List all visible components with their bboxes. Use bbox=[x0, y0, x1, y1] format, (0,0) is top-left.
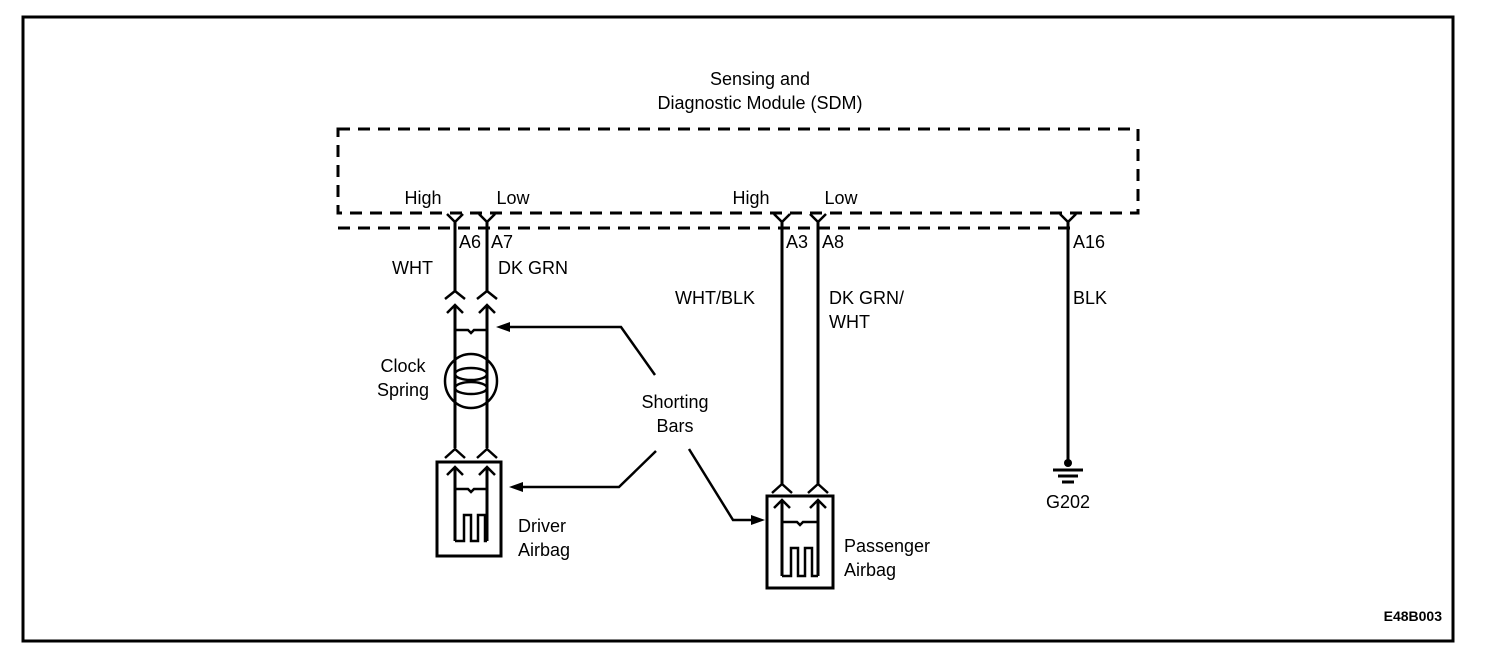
passenger-airbag-squib-icon bbox=[782, 546, 818, 578]
pin-a7-terminal bbox=[478, 213, 496, 224]
arrow-head-passenger-airbag bbox=[751, 515, 765, 525]
arrow-head-clock-spring bbox=[496, 322, 510, 332]
pin-a6-terminal bbox=[446, 213, 464, 224]
wire-dk-grn-wht-label-line1: DK GRN/ bbox=[829, 288, 904, 308]
sdm-title-line1: Sensing and bbox=[710, 69, 810, 89]
passenger-airbag-label-line2: Airbag bbox=[844, 560, 896, 580]
pin-a8-label: A8 bbox=[822, 232, 844, 252]
clock-spring-icon bbox=[443, 352, 499, 410]
pin-a16-terminal bbox=[1059, 213, 1077, 224]
clock-spring-coil-upper bbox=[453, 366, 489, 382]
shorting-bars-label-line2: Bars bbox=[656, 416, 693, 436]
pin-a7-label: A7 bbox=[491, 232, 513, 252]
pin-a3-terminal bbox=[773, 213, 791, 224]
inline-connector-female-1 bbox=[444, 289, 466, 300]
ground-circuit: G202 A16 BLK bbox=[1046, 213, 1107, 512]
passenger-connector-female-2 bbox=[807, 482, 829, 494]
figure-id: E48B003 bbox=[1384, 608, 1443, 624]
shorting-bar-passenger-airbag bbox=[782, 520, 818, 527]
shorting-bars-label-line1: Shorting bbox=[641, 392, 708, 412]
shorting-bars-callout: Shorting Bars bbox=[496, 322, 765, 525]
pin-a16-label: A16 bbox=[1073, 232, 1105, 252]
leader-line-passenger-airbag bbox=[687, 448, 751, 522]
wire-wht-label: WHT bbox=[392, 258, 433, 278]
arrow-head-driver-airbag bbox=[509, 482, 523, 492]
passenger-airbag-module bbox=[765, 494, 835, 590]
driver-high-label: High bbox=[404, 188, 441, 208]
wire-blk-label: BLK bbox=[1073, 288, 1107, 308]
ground-icon bbox=[1053, 468, 1083, 484]
sdm-module-box bbox=[336, 127, 1140, 215]
passenger-high-label: High bbox=[732, 188, 769, 208]
diagram-frame bbox=[21, 15, 1455, 643]
ground-id-label: G202 bbox=[1046, 492, 1090, 512]
driver-airbag-module bbox=[435, 460, 503, 558]
passenger-connector-female-1 bbox=[771, 482, 793, 494]
driver-airbag-squib-icon bbox=[455, 513, 487, 543]
pin-a6-label: A6 bbox=[459, 232, 481, 252]
wire-dk-grn-wht-label-line2: WHT bbox=[829, 312, 870, 332]
wire-wht-blk-label: WHT/BLK bbox=[675, 288, 755, 308]
airbag-connector-female-1 bbox=[444, 447, 466, 459]
driver-airbag-label-line1: Driver bbox=[518, 516, 566, 536]
shorting-bar-driver-airbag bbox=[455, 487, 487, 494]
passenger-circuit: Passenger Airbag A3 A8 WHT/BLK DK GRN/ W… bbox=[675, 213, 930, 590]
ground-splice-dot bbox=[1064, 459, 1072, 467]
driver-circuit: Clock Spring Driver Airbag A6 A7 WHT DK … bbox=[377, 213, 570, 560]
driver-airbag-label-line2: Airbag bbox=[518, 540, 570, 560]
passenger-airbag-label-line1: Passenger bbox=[844, 536, 930, 556]
wire-dk-grn-label: DK GRN bbox=[498, 258, 568, 278]
sdm-title-line2: Diagnostic Module (SDM) bbox=[657, 93, 862, 113]
clock-spring-coil-lower bbox=[453, 380, 489, 396]
driver-low-label: Low bbox=[496, 188, 530, 208]
leader-line-driver-airbag bbox=[522, 450, 657, 489]
passenger-low-label: Low bbox=[824, 188, 858, 208]
pin-a8-terminal bbox=[809, 213, 827, 224]
pin-a3-label: A3 bbox=[786, 232, 808, 252]
leader-line-clock-spring bbox=[508, 325, 657, 376]
clock-spring-label-line1: Clock bbox=[380, 356, 426, 376]
clock-spring-label-line2: Spring bbox=[377, 380, 429, 400]
inline-connector-female-2 bbox=[476, 289, 498, 300]
shorting-bar-clock-spring bbox=[455, 328, 487, 335]
airbag-connector-female-2 bbox=[476, 447, 498, 459]
